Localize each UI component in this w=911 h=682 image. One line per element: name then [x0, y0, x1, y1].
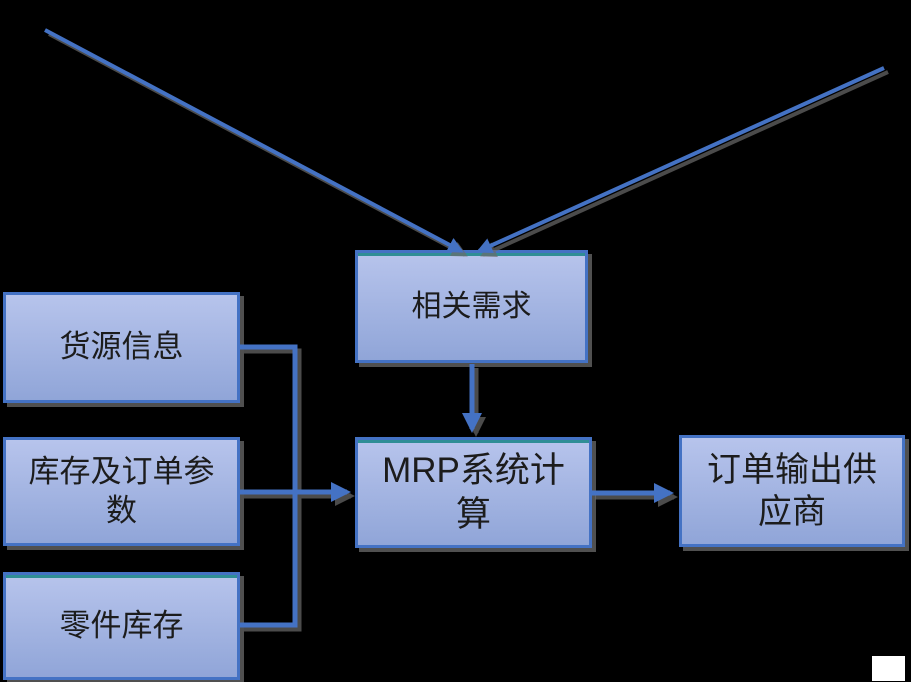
corner-white-square [872, 656, 905, 681]
edge-topleft-to-related-demand [44, 28, 464, 253]
node-parts-inventory: 零件库存 [3, 572, 240, 680]
node-order-output-supplier: 订单输出供应商 [679, 435, 905, 547]
node-related-demand: 相关需求 [355, 250, 588, 363]
teal-accent-line [358, 440, 589, 443]
node-parts-inventory-label: 零件库存 [59, 607, 184, 643]
node-mrp-calculation: MRP系统计算 [355, 437, 592, 548]
edge-supply-and-parts-elbow-connector [240, 344, 298, 628]
node-supply-info: 货源信息 [3, 292, 240, 403]
edge-topright-to-related-demand [476, 66, 885, 254]
node-order-output-supplier-label: 订单输出供应商 [707, 450, 877, 532]
teal-accent-line [6, 575, 237, 578]
node-related-demand-label: 相关需求 [411, 289, 532, 323]
node-inventory-order-params: 库存及订单参数 [3, 437, 240, 546]
node-supply-info-label: 货源信息 [59, 329, 184, 365]
node-inventory-order-params-label: 库存及订单参数 [28, 453, 215, 528]
node-mrp-calculation-label: MRP系统计算 [382, 450, 565, 534]
teal-accent-line [358, 253, 585, 256]
